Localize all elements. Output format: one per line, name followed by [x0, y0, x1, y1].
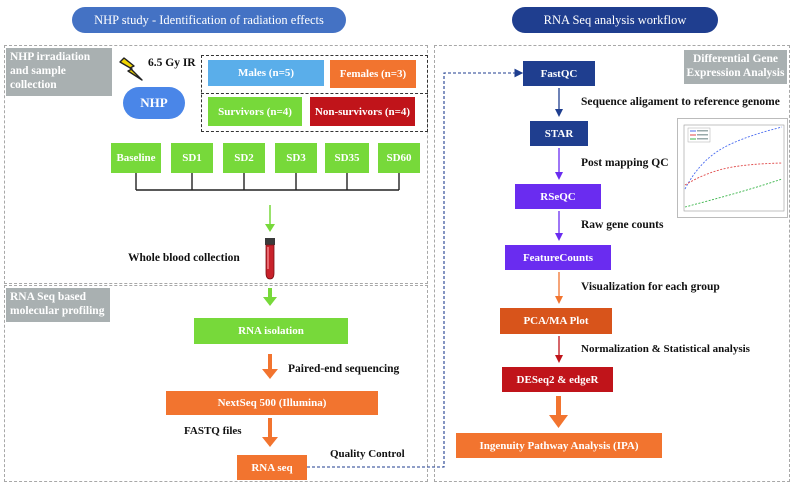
rna-isolation-box: RNA isolation	[194, 318, 348, 344]
arrow-star-rseqc	[555, 148, 563, 180]
right-title: RNA Seq analysis workflow	[512, 7, 718, 33]
timepoint-sd3: SD3	[275, 143, 317, 173]
mini-plot-thumbnail	[677, 118, 788, 218]
timepoint-sd2: SD2	[223, 143, 265, 173]
nextseq-box: NextSeq 500 (Illumina)	[166, 391, 378, 415]
label-visualization: Visualization for each group	[581, 281, 720, 293]
step-star: STAR	[530, 121, 588, 146]
label-alignment: Sequence aligament to reference genome	[581, 96, 780, 108]
arrow-fastqc-star	[555, 88, 563, 117]
females-box: Females (n=3)	[330, 60, 416, 88]
timepoint-bracket	[135, 173, 400, 191]
arrow-to-rna-seq	[262, 418, 278, 447]
timepoint-sd35: SD35	[325, 143, 369, 173]
step-pca-ma: PCA/MA Plot	[500, 308, 612, 334]
nhp-node: NHP	[123, 87, 185, 119]
arrow-rseqc-featurecounts	[555, 211, 563, 241]
dashed-connector	[307, 68, 524, 468]
left-title: NHP study - Identification of radiation …	[72, 7, 346, 33]
groups-divider	[201, 93, 428, 94]
panel-dge	[434, 45, 790, 482]
dose-label: 6.5 Gy IR	[148, 57, 196, 69]
label-raw-counts: Raw gene counts	[581, 219, 664, 231]
arrow-featurecounts-pca	[555, 272, 563, 304]
arrow-to-rna-isolation	[263, 288, 277, 306]
step-ipa: Ingenuity Pathway Analysis (IPA)	[456, 433, 662, 458]
panel-irradiation	[4, 45, 428, 284]
rna-seq-box: RNA seq	[237, 455, 307, 480]
step-rseqc: RSeQC	[515, 184, 601, 209]
arrow-to-blood	[265, 205, 275, 232]
blood-tube-icon	[262, 238, 278, 280]
lightning-icon	[118, 56, 146, 84]
panel-rnaseq	[4, 285, 428, 482]
whole-blood-label: Whole blood collection	[128, 252, 240, 264]
survivors-box: Survivors (n=4)	[208, 97, 302, 126]
arrow-deseq2-ipa	[549, 396, 568, 428]
males-box: Males (n=5)	[208, 60, 324, 86]
panel-dge-label: Differential Gene Expression Analysis	[684, 50, 787, 84]
quality-control-label: Quality Control	[330, 448, 405, 460]
label-normalization: Normalization & Statistical analysis	[581, 343, 750, 355]
timepoint-sd1: SD1	[171, 143, 213, 173]
fastq-files-label: FASTQ files	[184, 425, 242, 437]
label-post-mapping-qc: Post mapping QC	[581, 157, 669, 169]
panel-rnaseq-label: RNA Seq based molecular profiling	[6, 288, 110, 322]
step-featurecounts: FeatureCounts	[505, 245, 611, 270]
arrow-to-nextseq	[262, 354, 278, 379]
paired-end-label: Paired-end sequencing	[288, 363, 400, 375]
timepoint-baseline: Baseline	[111, 143, 161, 173]
step-deseq2-edger: DESeq2 & edgeR	[502, 367, 613, 392]
timepoint-sd60: SD60	[378, 143, 420, 173]
panel-irradiation-label: NHP irradiation and sample collection	[6, 48, 112, 96]
arrow-pca-deseq2	[555, 336, 563, 363]
nonsurvivors-box: Non-survivors (n=4)	[310, 97, 415, 126]
step-fastqc: FastQC	[523, 61, 595, 86]
